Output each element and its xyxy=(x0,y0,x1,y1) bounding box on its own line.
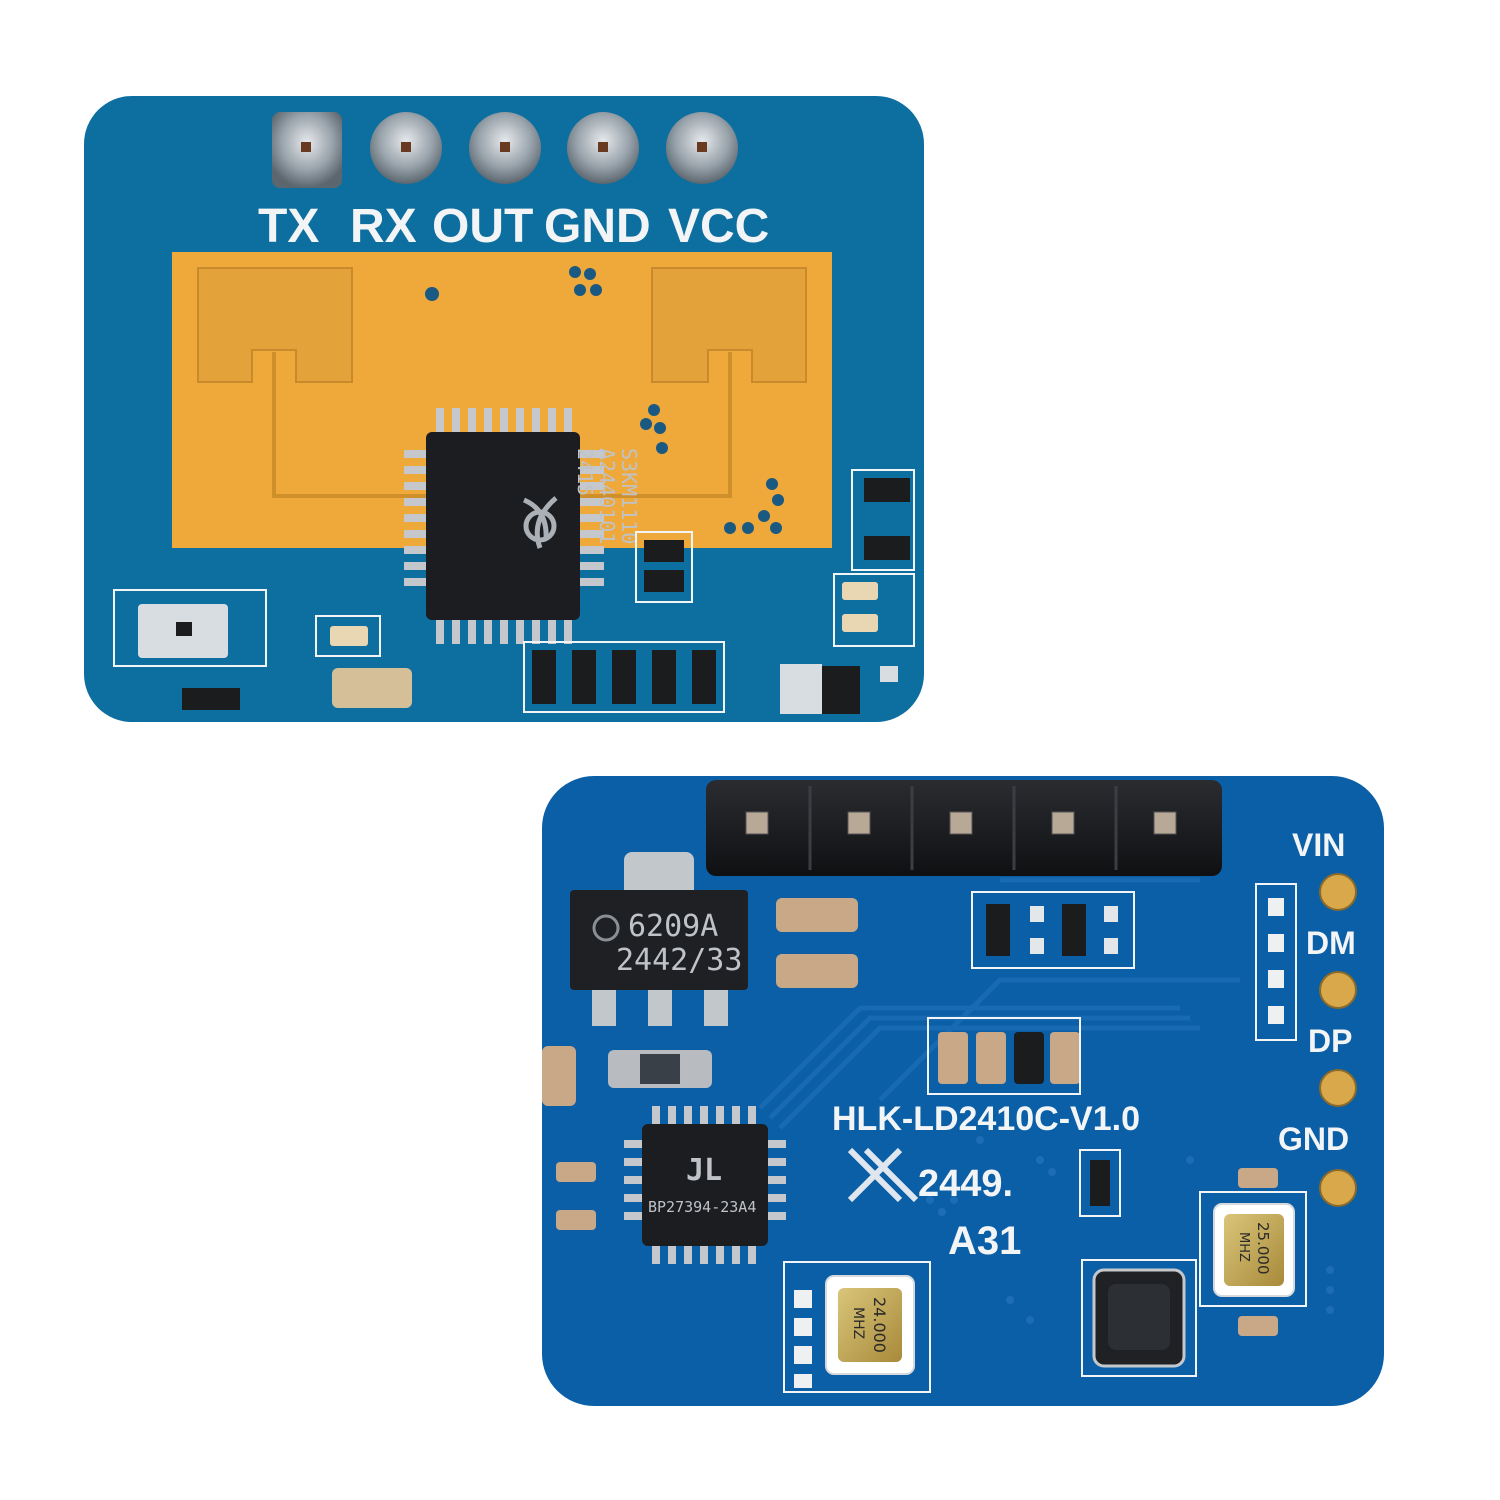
antenna-patch-left xyxy=(197,267,353,383)
antenna-patches xyxy=(197,267,807,383)
top-board: TX RX OUT GND VCC xyxy=(84,96,924,722)
vias xyxy=(425,266,784,534)
antenna-feed-lines xyxy=(272,352,732,498)
regulator-pin1-mark xyxy=(592,914,620,942)
board-revision: A31 xyxy=(948,1219,1021,1263)
pad-vin xyxy=(1319,873,1357,911)
pad-dp xyxy=(1319,1069,1357,1107)
crystal-24mhz: 24.000 MHZ xyxy=(783,1261,931,1393)
top-pin-labels: TX RX OUT GND VCC xyxy=(258,200,769,253)
crystal-25mhz: 25.000 MHZ xyxy=(1199,1191,1307,1307)
bottom-capacitors xyxy=(542,898,1278,1336)
radar-chip-marking-2: A2440101 xyxy=(595,448,619,544)
inductor xyxy=(1081,1259,1197,1377)
side-pin-label-gnd: GND xyxy=(1278,1121,1349,1157)
board-name: HLK-LD2410C-V1.0 xyxy=(832,1100,1140,1138)
board-silkscreen: HLK-LD2410C-V1.0 2449. A31 xyxy=(832,1100,1140,1263)
pin-label-vcc: VCC xyxy=(668,200,769,253)
brand-x-logo-icon xyxy=(847,1147,919,1203)
usb-chip-marking: BP27394-23A4 xyxy=(648,1198,756,1216)
pad-gnd xyxy=(1319,1169,1357,1207)
bottom-vias xyxy=(926,1136,1334,1324)
top-header-pads xyxy=(272,112,738,188)
jl-logo-icon: JL xyxy=(686,1153,722,1188)
pin-label-out: OUT xyxy=(432,200,533,253)
side-pins: VIN DM DP GND xyxy=(1255,827,1357,1207)
crystal-25-frequency: 25.000 xyxy=(1254,1222,1272,1275)
radar-chip-body xyxy=(426,432,580,620)
side-pin-label-dm: DM xyxy=(1306,925,1356,961)
crystal-24-frequency: 24.000 xyxy=(870,1297,889,1353)
pin-label-tx: TX xyxy=(258,200,319,253)
side-pin-label-dp: DP xyxy=(1308,1023,1352,1059)
pin-header xyxy=(706,780,1222,876)
date-code: 2449. xyxy=(918,1163,1013,1205)
voltage-regulator: 6209A 2442/33 xyxy=(570,852,748,1026)
antenna-patch-right xyxy=(651,267,807,383)
pcb-traces xyxy=(758,877,1240,1130)
radar-chip-marking-1: S3KM1110 xyxy=(617,448,641,544)
side-pin-label-vin: VIN xyxy=(1292,827,1345,863)
crystal-25-unit: MHZ xyxy=(1236,1232,1251,1262)
bottom-board: VIN DM DP GND 6209A 2 xyxy=(542,776,1384,1406)
top-passives xyxy=(113,469,915,714)
radar-chip-markings: S3KM1110 A2440101 2415 xyxy=(573,448,641,544)
regulator-tab xyxy=(624,852,694,898)
regulator-marking-1: 6209A xyxy=(628,909,718,944)
pad-dm xyxy=(1319,971,1357,1009)
crystal-24-unit: MHZ xyxy=(850,1307,866,1339)
usb-chip-body xyxy=(642,1124,768,1246)
radar-chip-marking-3: 2415 xyxy=(573,448,597,496)
radar-chip: S3KM1110 A2440101 2415 xyxy=(404,408,641,644)
regulator-marking-2: 2442/33 xyxy=(616,943,742,978)
pin-label-gnd: GND xyxy=(544,200,651,253)
logo-icon xyxy=(522,496,558,549)
bottom-resistors xyxy=(927,891,1135,1217)
pin-label-rx: RX xyxy=(350,200,417,253)
regulator-body xyxy=(570,890,748,990)
usb-bridge-chip: JL BP27394-23A4 xyxy=(624,1106,786,1264)
